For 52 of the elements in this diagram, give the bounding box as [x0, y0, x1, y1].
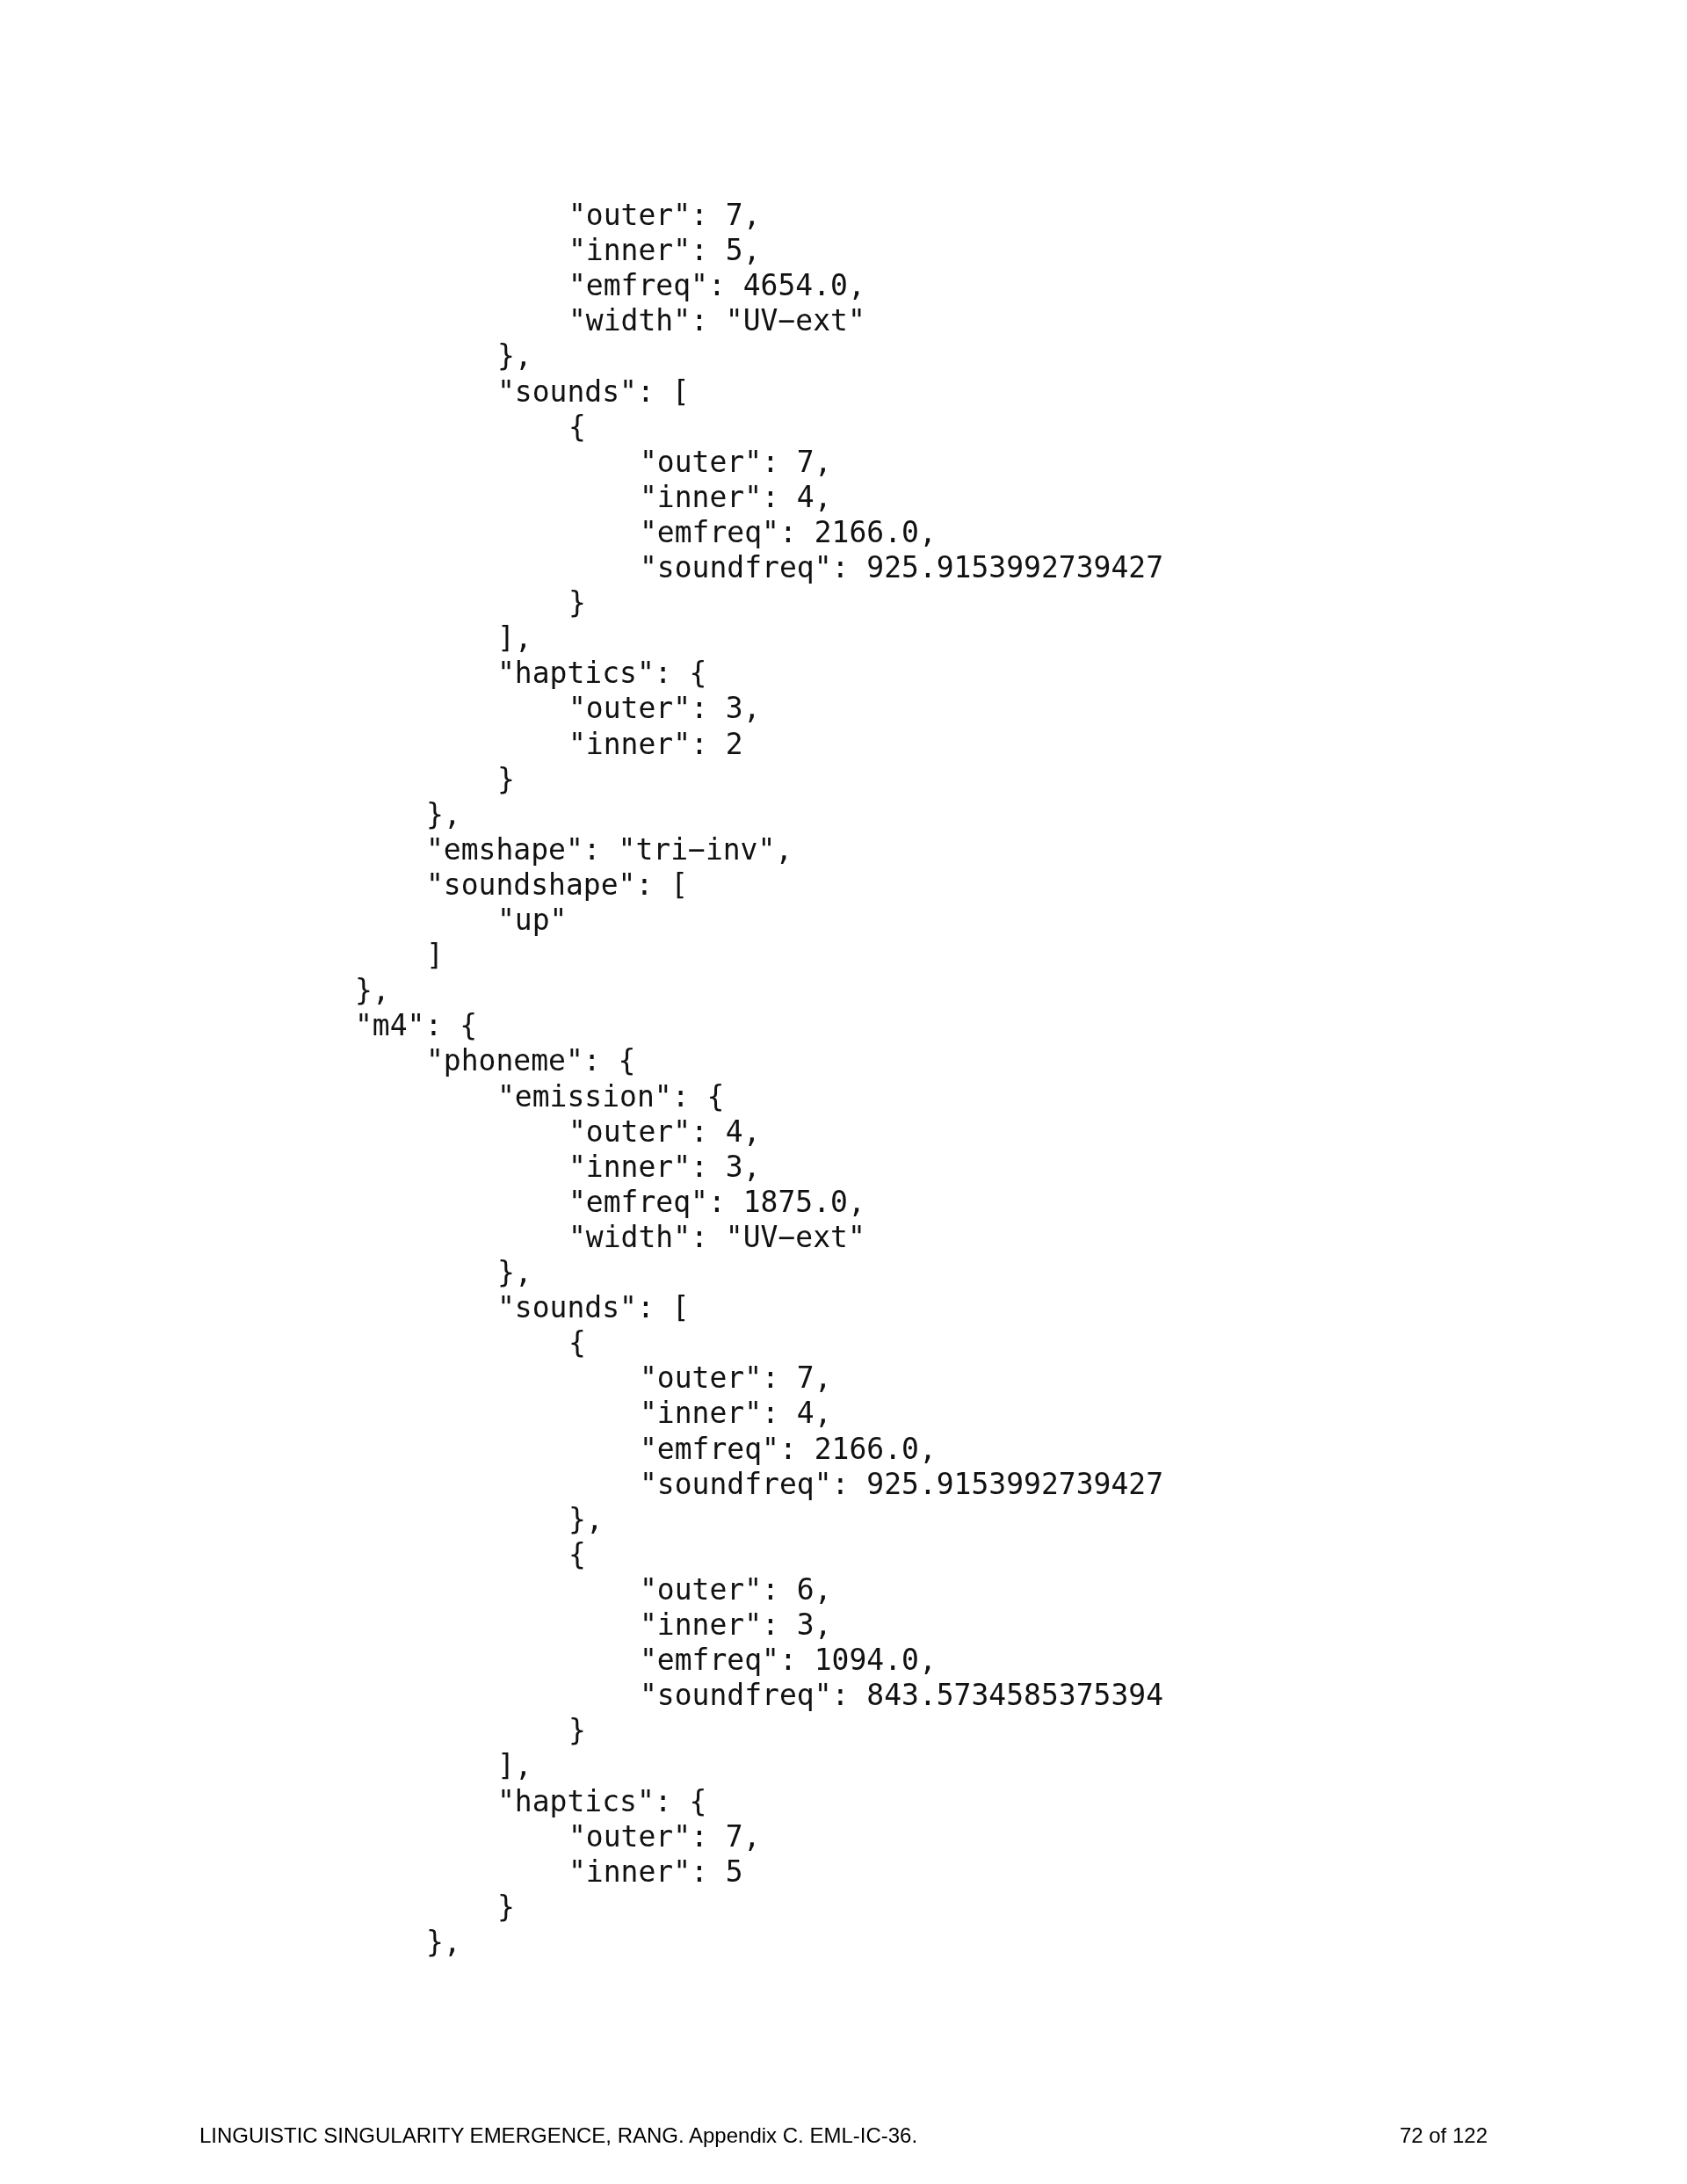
code-line: "outer": 4, — [568, 1114, 761, 1149]
code-line: "soundfreq": 925.9153992739427 — [640, 551, 1164, 584]
code-line: }, — [497, 339, 532, 374]
code-line: }, — [426, 1925, 461, 1959]
code-line: "soundfreq": 925.9153992739427 — [640, 1467, 1164, 1501]
code-line: "up" — [497, 903, 568, 937]
code-line: ], — [497, 621, 532, 656]
code-line: } — [568, 1714, 586, 1748]
code-line: "phoneme": { — [426, 1044, 636, 1078]
code-line: ] — [426, 939, 444, 973]
code-line: "inner": 5, — [568, 234, 761, 268]
page-footer: LINGUISTIC SINGULARITY EMERGENCE, RANG. Appendix C. EML-IC-36. — [199, 2123, 918, 2148]
code-line: "emfreq": 1875.0, — [568, 1185, 865, 1219]
code-line: "inner": 4, — [640, 480, 832, 514]
code-line: "sounds": [ — [497, 374, 690, 409]
code-line: "haptics": { — [497, 1784, 707, 1818]
code-line: "soundfreq": 843.5734585375394 — [640, 1679, 1164, 1713]
code-line: "emfreq": 1094.0, — [640, 1643, 937, 1678]
code-line: "width": "UV−ext" — [568, 1220, 865, 1254]
code-line: "inner": 4, — [640, 1397, 832, 1431]
code-line: "outer": 7, — [568, 1819, 761, 1854]
code-line: "haptics": { — [497, 657, 707, 691]
page-number: 72 of 122 — [1399, 2123, 1488, 2148]
code-line: "emshape": "tri−inv", — [426, 832, 793, 867]
code-line: "emission": { — [497, 1079, 725, 1114]
code-line: "inner": 2 — [568, 727, 743, 761]
code-line: ], — [497, 1749, 532, 1783]
code-line: "width": "UV−ext" — [568, 304, 865, 338]
code-line: { — [568, 410, 586, 444]
code-line: "m4": { — [355, 1009, 478, 1043]
code-line: }, — [497, 1256, 532, 1289]
code-line: "outer": 3, — [568, 692, 761, 726]
code-line: "soundshape": [ — [426, 867, 688, 902]
code-line: "emfreq": 2166.0, — [640, 1432, 937, 1466]
code-line: }, — [355, 974, 390, 1008]
code-line: }, — [426, 797, 461, 831]
code-line: "emfreq": 2166.0, — [640, 515, 937, 549]
code-line: "emfreq": 4654.0, — [568, 269, 865, 303]
code-line: { — [568, 1537, 586, 1571]
code-line: }, — [568, 1502, 604, 1536]
code-line: } — [497, 1890, 515, 1924]
code-line: "inner": 3, — [568, 1150, 761, 1184]
code-line: "outer": 7, — [568, 199, 761, 232]
code-line: "inner": 3, — [640, 1608, 832, 1642]
code-line: "outer": 7, — [640, 445, 832, 479]
code-line: "outer": 6, — [640, 1572, 832, 1607]
code-line: } — [497, 762, 515, 796]
code-line: { — [568, 1326, 586, 1360]
code-line: } — [568, 586, 586, 620]
code-line: "inner": 5 — [568, 1854, 743, 1889]
code-line: "sounds": [ — [497, 1291, 690, 1325]
code-line: "outer": 7, — [640, 1361, 832, 1396]
